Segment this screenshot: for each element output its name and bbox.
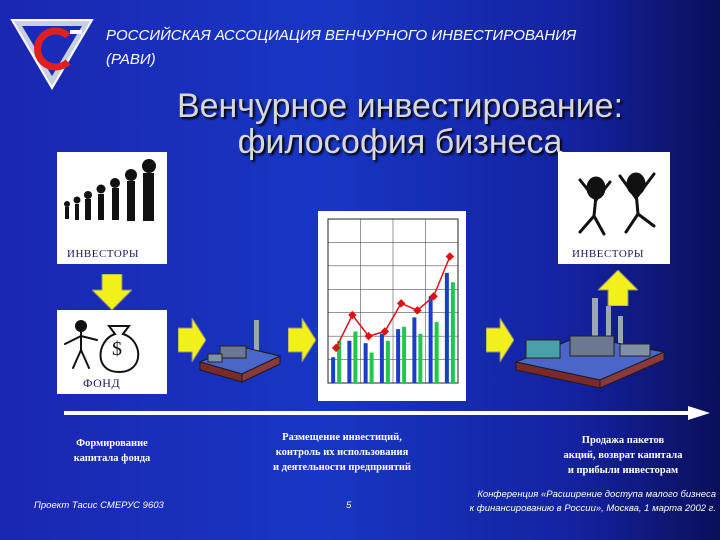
investors-left-label: ИНВЕСТОРЫ: [67, 248, 140, 260]
chart-bar-blue: [444, 272, 449, 383]
association-line-1: РОССИЙСКАЯ АССОЦИАЦИЯ ВЕНЧУРНОГО ИНВЕСТИ…: [106, 27, 577, 44]
chart-bar-green: [434, 322, 439, 383]
chart-bar-green: [385, 340, 390, 383]
chart-bar-blue: [428, 296, 433, 383]
footer-conference: Конференция «Расширение доступа малого б…: [469, 489, 716, 514]
chart-point-red: [380, 327, 390, 336]
right-arrow-icon: [486, 318, 514, 362]
chart-bar-green: [450, 282, 455, 383]
chart-point-red: [331, 343, 341, 353]
caption-formation: Формирование капитала фонда: [73, 438, 151, 464]
investors-right-panel: ИНВЕСТОРЫ: [558, 152, 670, 264]
chart-point-red: [413, 306, 422, 315]
ravi-logo: [10, 19, 94, 90]
chart-bar-blue: [347, 340, 352, 383]
growth-chart: [327, 218, 459, 384]
chart-plot-frame: [327, 218, 459, 384]
title-line-1: Венчурное инвестирование:: [176, 87, 624, 125]
chart-bar-green: [337, 340, 342, 383]
chart-point-red: [348, 310, 357, 320]
fund-label: ФОНД: [83, 376, 121, 390]
chart-bar-blue: [379, 333, 384, 383]
chart-bar-green: [418, 333, 423, 383]
chart-bar-blue: [412, 317, 417, 383]
timeline-arrow: [64, 406, 710, 420]
dollar-sign: $: [112, 338, 122, 360]
fund-panel: $ ФОНД: [57, 310, 167, 394]
money-bag-icon: [64, 320, 140, 374]
right-arrow-icon: [288, 318, 316, 362]
growing-people-icon: [64, 159, 156, 221]
up-arrow-icon: [598, 270, 638, 306]
chart-panel: [318, 211, 466, 401]
chart-line-red: [335, 256, 451, 349]
chart-point-red: [364, 331, 373, 341]
chart-bar-blue: [396, 329, 401, 383]
investors-left-panel: ИНВЕСТОРЫ: [57, 152, 167, 264]
chart-bar-green: [402, 326, 407, 383]
factory-small-icon: [198, 320, 282, 383]
factory-large-icon: [514, 298, 666, 389]
page-number: 5: [346, 500, 352, 511]
investors-right-label: ИНВЕСТОРЫ: [572, 248, 645, 260]
celebrating-people-icon: [578, 172, 656, 236]
chart-bar-blue: [363, 343, 368, 383]
chart-point-red: [396, 299, 406, 308]
chart-bar-green: [353, 331, 358, 383]
association-name: РОССИЙСКАЯ АССОЦИАЦИЯ ВЕНЧУРНОГО ИНВЕСТИ…: [106, 24, 576, 72]
down-arrow-icon: [92, 274, 132, 310]
association-line-2: (РАВИ): [106, 51, 156, 68]
right-arrow-icon: [178, 318, 206, 362]
chart-bar-green: [369, 352, 374, 383]
caption-sale: Продажа пакетов акций, возврат капитала …: [563, 435, 683, 476]
caption-placement: Размещение инвестиций, контроль их испол…: [273, 432, 411, 473]
page-title: Венчурное инвестирование: философия бизн…: [100, 88, 700, 160]
footer-project: Проект Тасис СМЕРУС 9603: [34, 500, 164, 511]
chart-bar-blue: [331, 357, 336, 383]
chart-point-red: [445, 252, 455, 261]
title-line-2: философия бизнеса: [237, 123, 563, 161]
chart-point-red: [429, 292, 438, 301]
